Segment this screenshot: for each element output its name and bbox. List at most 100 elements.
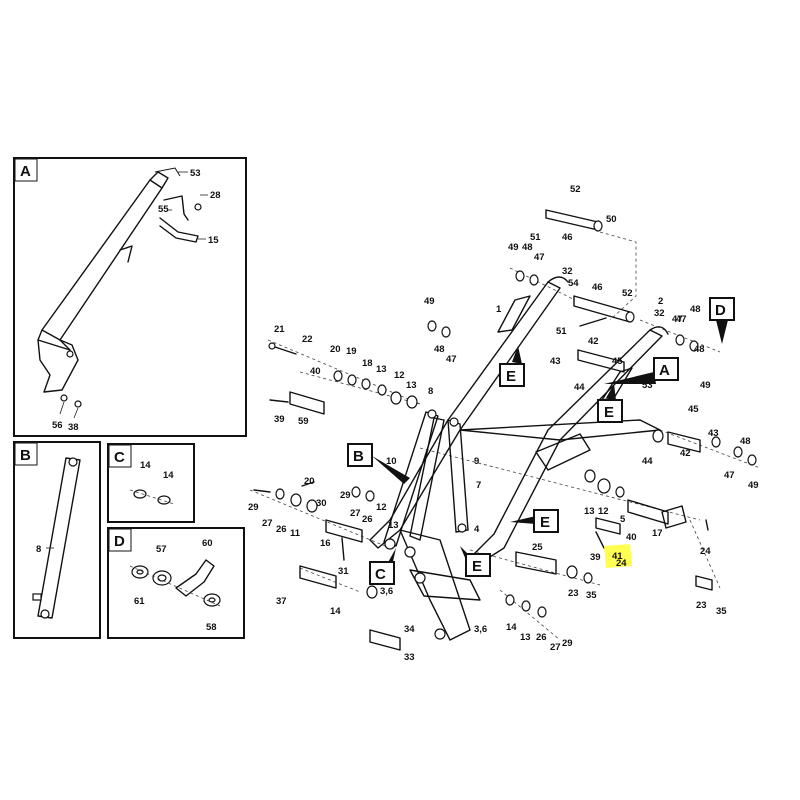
part-label: 3,6 [474, 624, 487, 635]
highlight-marker [604, 544, 632, 568]
svg-text:C: C [375, 566, 386, 583]
part-label: 29 [340, 490, 351, 501]
svg-text:E: E [506, 368, 516, 385]
part-label: 34 [404, 624, 415, 635]
panel-d-label: 58 [206, 622, 217, 633]
part-label: 35 [716, 606, 727, 617]
part-label: 12 [598, 506, 609, 517]
part-label: 13 [584, 506, 595, 517]
detail-panel-d: D 57 60 61 58 [107, 527, 245, 639]
part-label: 40 [626, 532, 637, 543]
part-label: 13 [388, 520, 399, 531]
part-label: 8 [428, 386, 433, 397]
part-label: 39 [274, 414, 285, 425]
part-label: 27 [350, 508, 361, 519]
part-label: 39 [590, 552, 601, 563]
panel-c-label: 14 [163, 470, 174, 481]
part-label: 52 [570, 184, 581, 195]
svg-text:A: A [659, 362, 670, 379]
part-label: 43 [708, 428, 719, 439]
svg-text:D: D [715, 302, 726, 319]
panel-b-letter: B [20, 447, 31, 464]
part-label: 44 [642, 456, 653, 467]
part-label: 44 [574, 382, 585, 393]
part-label: 51 [530, 232, 541, 243]
part-label: 46 [562, 232, 573, 243]
part-label: 5 [620, 514, 626, 525]
panel-c-label: 14 [140, 460, 151, 471]
part-label: 27 [550, 642, 561, 653]
part-label: 35 [586, 590, 597, 601]
panel-a-label: 28 [210, 190, 221, 201]
tag-c: C [369, 548, 396, 585]
part-label: 16 [320, 538, 331, 549]
part-label: 46 [592, 282, 603, 293]
part-label: 23 [568, 588, 579, 599]
part-label: 2 [658, 296, 663, 307]
part-label: 47 [672, 314, 683, 325]
part-number-labels: 52 51 46 50 49 48 47 32 54 46 52 1 2 32 … [248, 184, 759, 663]
svg-text:E: E [472, 558, 482, 575]
part-label: 24 [616, 558, 627, 569]
part-label: 54 [568, 278, 579, 289]
detail-panel-c: C 14 14 [107, 443, 195, 523]
part-label: 13 [376, 364, 387, 375]
part-label: 23 [696, 600, 707, 611]
part-label: 7 [476, 480, 481, 491]
part-label: 59 [298, 416, 309, 427]
part-label: 48 [522, 242, 533, 253]
part-label: 40 [310, 366, 321, 377]
part-label: 1 [496, 304, 502, 315]
part-label: 27 [262, 518, 273, 529]
panel-d-label: 60 [202, 538, 213, 549]
panel-b-label: 8 [36, 544, 41, 555]
panel-c-letter: C [114, 449, 125, 466]
part-label: 21 [274, 324, 285, 335]
part-label: 4 [474, 524, 480, 535]
part-label: 32 [562, 266, 573, 277]
part-label: 49 [508, 242, 519, 253]
part-label: 49 [748, 480, 759, 491]
svg-text:B: B [353, 448, 364, 465]
part-label: 29 [562, 638, 573, 649]
panel-a-label: 55 [158, 204, 169, 215]
part-label: 18 [362, 358, 373, 369]
part-label: 24 [700, 546, 711, 557]
part-label: 13 [520, 632, 531, 643]
part-label: 26 [536, 632, 547, 643]
part-label: 42 [680, 448, 691, 459]
part-label: 47 [446, 354, 457, 365]
detail-panel-b: B 8 [13, 441, 101, 639]
part-label: 29 [248, 502, 259, 513]
part-label: 17 [652, 528, 663, 539]
part-label: 41 [612, 551, 623, 562]
part-label: 10 [386, 456, 397, 467]
panel-d-letter: D [114, 533, 125, 550]
tag-b: B [347, 443, 410, 484]
part-label: 47 [676, 314, 687, 325]
part-label: 45 [688, 404, 699, 415]
part-label: 14 [506, 622, 517, 633]
part-label: 30 [316, 498, 327, 509]
panel-a-label: 56 [52, 420, 63, 431]
panel-d-label: 61 [134, 596, 145, 607]
part-label: 13 [406, 380, 417, 391]
tag-e: E [499, 346, 525, 387]
part-label: 14 [330, 606, 341, 617]
part-label: 26 [362, 514, 373, 525]
tag-e: E [510, 509, 559, 533]
tag-e: E [597, 384, 623, 423]
part-label: 31 [338, 566, 349, 577]
tag-e: E [460, 546, 491, 577]
part-label: 22 [302, 334, 313, 345]
tag-a: A [604, 357, 679, 384]
part-label: 42 [588, 336, 599, 347]
part-label: 48 [690, 304, 701, 315]
panel-d-label: 57 [156, 544, 167, 555]
panel-a-label: 38 [68, 422, 79, 433]
part-label: 48 [740, 436, 751, 447]
part-label: 50 [606, 214, 617, 225]
part-label: 32 [654, 308, 665, 319]
part-label: 11 [290, 528, 301, 539]
